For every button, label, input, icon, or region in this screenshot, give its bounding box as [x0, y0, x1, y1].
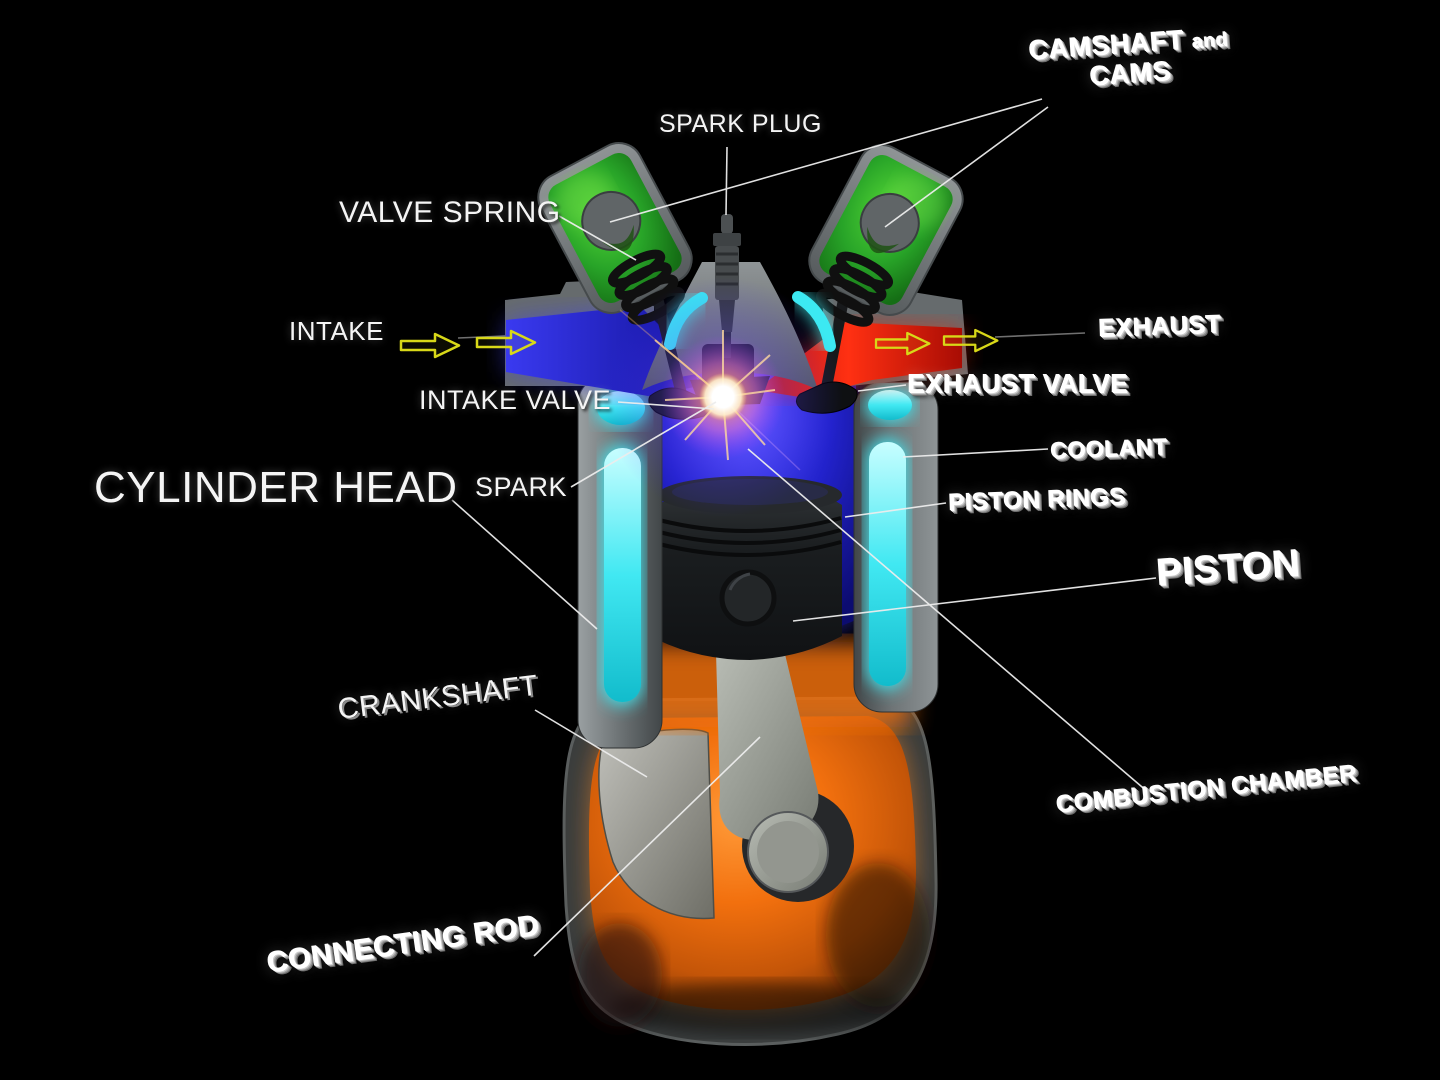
- leader-exhaust-flow: [994, 332, 1086, 338]
- coolant-channel-right: [869, 442, 906, 686]
- spark-plug-label: SPARK PLUG: [659, 110, 822, 138]
- spark-label: SPARK: [475, 472, 568, 502]
- leader-piston-rings: [844, 502, 947, 518]
- flow-arrows: [399, 328, 999, 359]
- cylinder-head-label: CYLINDER HEAD: [94, 463, 458, 512]
- exhaust-valve-label: EXHAUST VALVE: [908, 369, 1129, 399]
- leader-piston: [792, 577, 1157, 622]
- intake-flow-arrow-icon: [475, 329, 537, 356]
- intake-label: INTAKE: [289, 316, 384, 346]
- connecting-rod-beam: [716, 650, 819, 840]
- crankshaft-counterweight: [598, 728, 715, 920]
- spark-flash: [603, 277, 843, 517]
- leader-spark: [570, 401, 717, 488]
- piston-rings-grooves: [658, 516, 842, 557]
- intake-valve-label: INTAKE VALVE: [419, 385, 612, 415]
- leader-coolant: [902, 448, 1049, 458]
- exhaust-flow-arrow-icon: [874, 331, 931, 356]
- coolant-label: COOLANT: [1050, 433, 1169, 465]
- cylinder-wall-right: [853, 381, 939, 713]
- exhaust-flow-arrow-icon: [942, 328, 999, 353]
- piston-body: [658, 478, 842, 660]
- cam-tower-right: [808, 144, 964, 327]
- leader-intake-valve: [617, 401, 715, 410]
- leader-lines: [451, 98, 1157, 957]
- intake-flow-arrow-icon: [399, 332, 461, 359]
- valve-spring-label: VALVE SPRING: [339, 196, 561, 229]
- camshaft-label-and: and: [1191, 29, 1230, 54]
- leader-valve-spring: [558, 215, 637, 261]
- coolant-channel-left: [604, 448, 641, 702]
- exhaust-label: EXHAUST: [1098, 310, 1223, 344]
- leader-connecting-rod: [533, 736, 761, 957]
- leader-spark-plug: [725, 146, 728, 216]
- leader-camshaft-right: [884, 106, 1049, 228]
- coolant-port-right: [868, 390, 912, 420]
- leader-cylinder-head: [451, 499, 598, 630]
- wrist-pin: [719, 569, 777, 627]
- valve-spring-right: [816, 251, 894, 327]
- leader-camshaft-left: [609, 98, 1043, 223]
- leader-crankshaft: [534, 709, 648, 778]
- cam-lobe-right: [867, 226, 900, 254]
- leader-exhaust-valve: [857, 384, 907, 392]
- leader-combustion-chamber: [747, 448, 1150, 794]
